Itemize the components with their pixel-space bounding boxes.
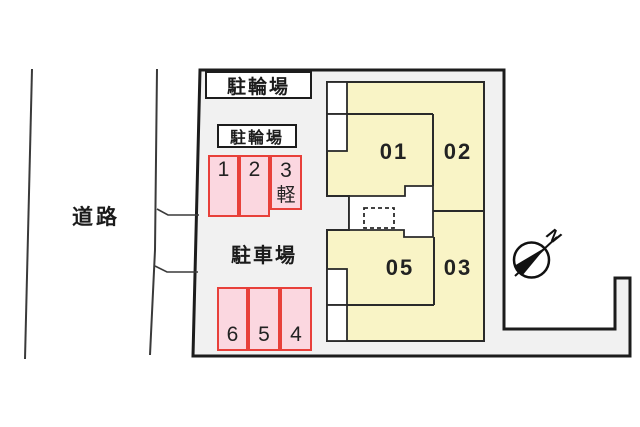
compass <box>512 236 558 279</box>
bicycle-parking-inner-label: 駐輪場 <box>217 124 297 148</box>
stall-number: 2 <box>248 158 261 181</box>
unit-label-03: 03 <box>443 255 473 280</box>
road-label: 道路 <box>72 206 120 229</box>
road-tick-upper <box>156 208 199 216</box>
bicycle-stall-1: 1 <box>208 155 239 217</box>
stall-number: 1 <box>217 158 230 181</box>
bicycle-stall-2: 2 <box>239 155 270 217</box>
stair-bay-4 <box>326 304 348 342</box>
unit-label-05: 05 <box>385 255 415 280</box>
car-parking-label: 駐車場 <box>231 244 297 267</box>
car-stall-6: 6 <box>217 287 248 351</box>
bicycle-parking-top-label: 駐輪場 <box>205 71 312 99</box>
unit-divider-walls <box>347 113 484 306</box>
stall-number: 3 <box>280 159 292 182</box>
car-stall-4: 4 <box>280 287 312 351</box>
entrance-mat-dashed <box>363 207 395 229</box>
car-stall-5: 5 <box>248 287 280 351</box>
bicycle-stall-3-kei: 3 軽 <box>270 155 302 210</box>
stall-number: 4 <box>290 323 302 346</box>
stair-bay-3 <box>326 268 348 306</box>
road-edge-right <box>149 68 158 356</box>
compass-needle-wedge <box>514 247 546 276</box>
stair-bay-2 <box>326 113 348 152</box>
stall-number: 5 <box>258 323 270 346</box>
stair-bay-1 <box>326 81 348 115</box>
unit-label-01: 01 <box>379 139 409 164</box>
road-edge-left <box>24 68 33 360</box>
unit-label-02: 02 <box>443 139 473 164</box>
stall-number: 6 <box>226 323 239 346</box>
road-tick-lower <box>154 265 198 273</box>
kei-vehicle-label: 軽 <box>276 185 296 206</box>
